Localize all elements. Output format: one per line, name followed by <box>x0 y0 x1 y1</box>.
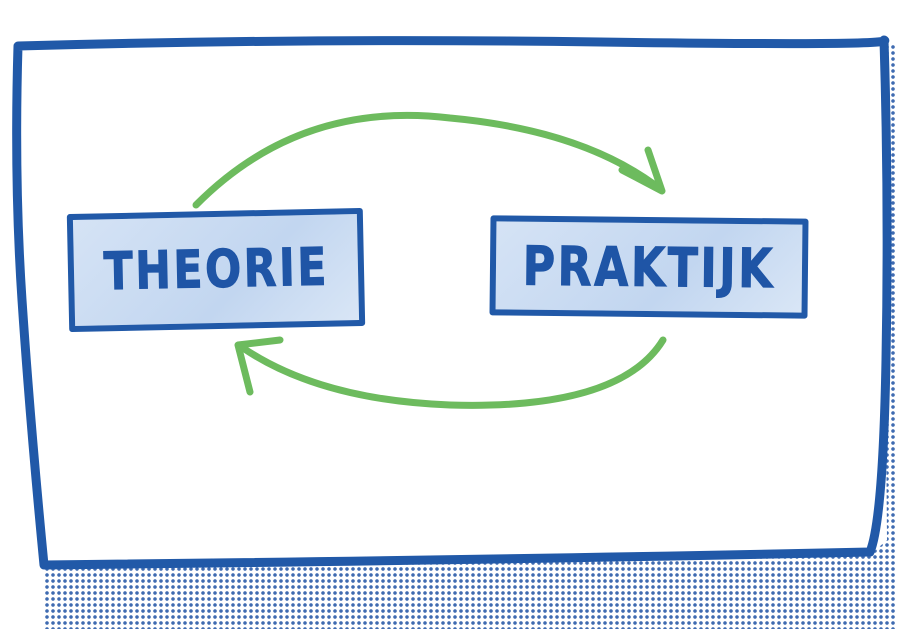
node-theorie-label: THEORIE <box>102 237 330 303</box>
node-praktijk-label: PRAKTIJK <box>522 234 776 301</box>
arrow-praktijk-to-theorie <box>239 336 667 409</box>
arrow-head-right <box>618 146 666 195</box>
arrow-head-left <box>234 336 284 396</box>
node-theorie: THEORIE <box>66 207 366 333</box>
arrow-theorie-to-praktijk <box>192 111 659 209</box>
frame-border <box>12 35 892 570</box>
node-praktijk: PRAKTIJK <box>489 215 809 319</box>
